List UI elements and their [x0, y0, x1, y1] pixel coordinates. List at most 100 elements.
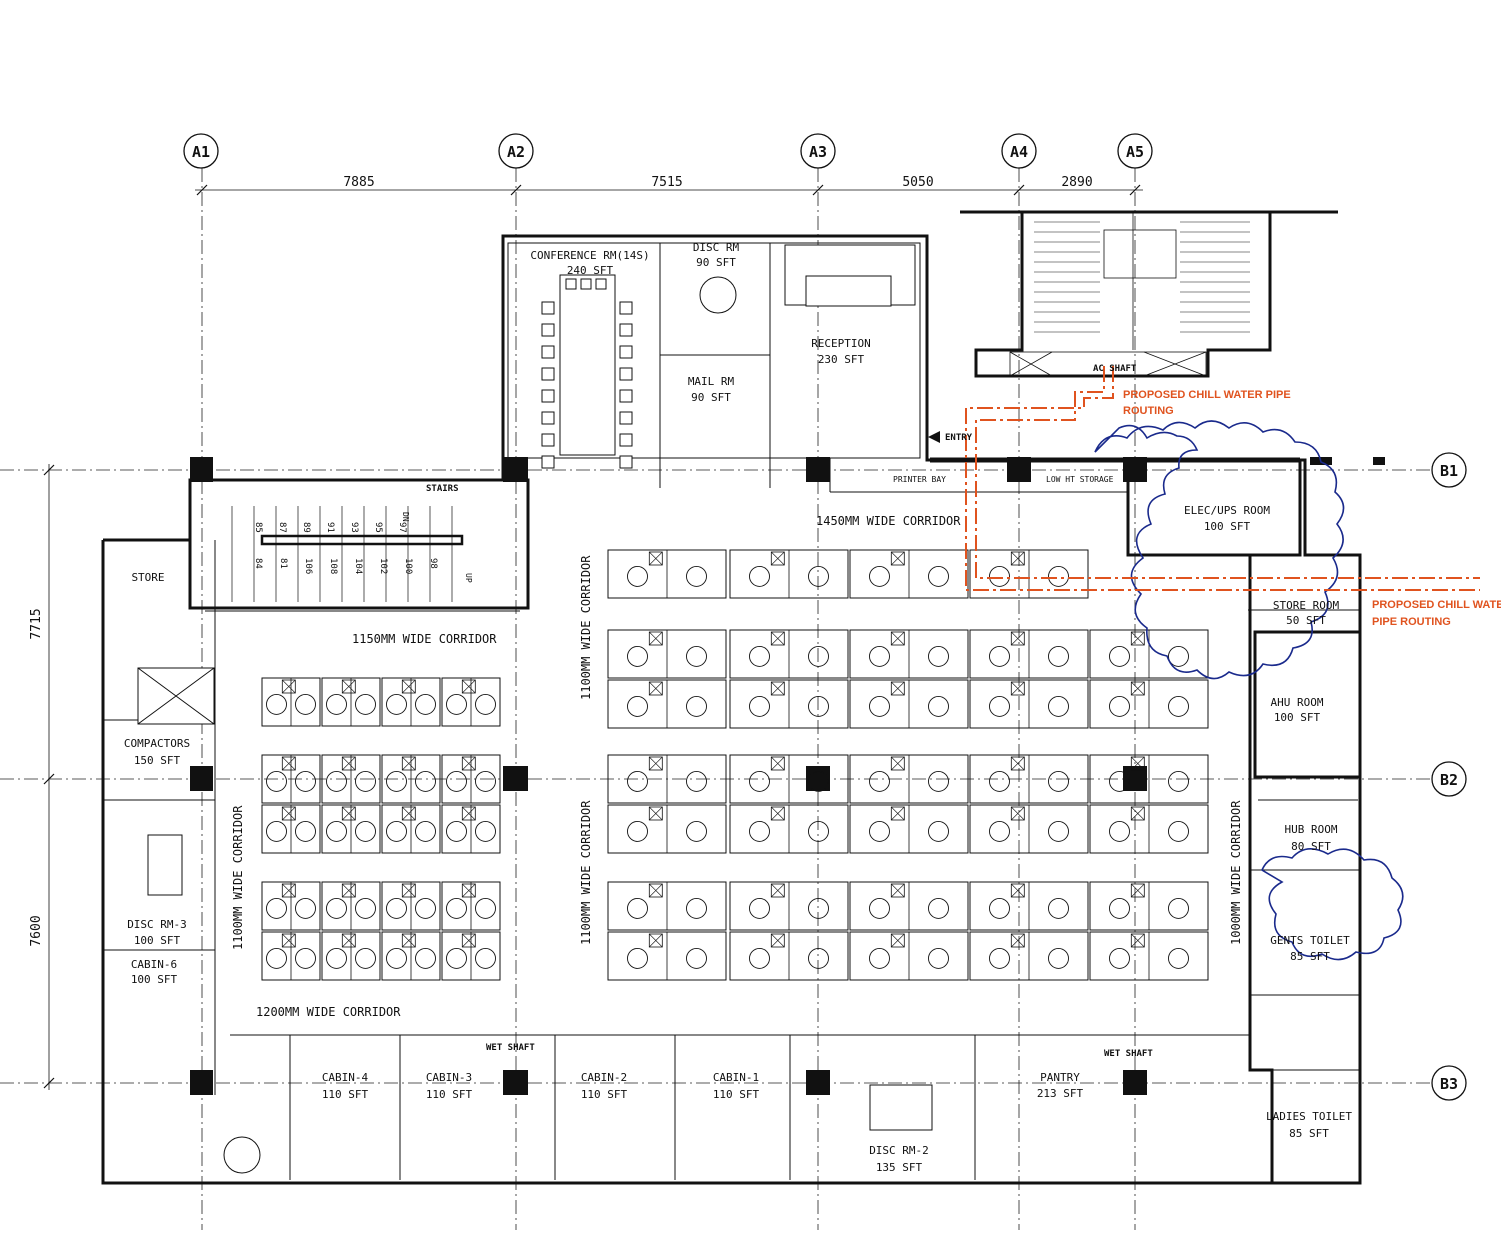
stair-number: 89 [301, 522, 311, 533]
grid-bubble-a1 [183, 133, 219, 169]
stair-number: 97 [397, 522, 407, 533]
compactors-name: COMPACTORS [124, 737, 190, 750]
hub-room-area: 80 SFT [1291, 840, 1331, 853]
stair-number: 91 [325, 522, 335, 533]
stair-number: 95 [373, 522, 383, 533]
workstation-cluster [849, 679, 969, 729]
grid-bubble-a3 [800, 133, 836, 169]
disc-rm-2-area: 135 SFT [876, 1161, 923, 1174]
grid-bubble-a5 [1117, 133, 1153, 169]
workstation-cluster [607, 881, 727, 931]
stair-number: 85 [253, 522, 263, 533]
workstation-cluster [849, 549, 969, 599]
workstation-cluster [381, 754, 441, 804]
hub-room-name: HUB ROOM [1285, 823, 1338, 836]
workstation-cluster [321, 754, 381, 804]
dim-b2-b3: 7600 [29, 915, 44, 946]
ahu-room-area: 100 SFT [1274, 711, 1321, 724]
stair-dn-label: DN [401, 512, 410, 522]
dim-b1-b2: 7715 [29, 608, 44, 639]
workstation-cluster [849, 931, 969, 981]
workstation-cluster [607, 629, 727, 679]
workstation-cluster [607, 754, 727, 804]
workstation-cluster [607, 804, 727, 854]
wet-shaft-label-2: WET SHAFT [1104, 1049, 1153, 1059]
workstation-cluster [441, 881, 501, 931]
entry-arrow-icon [928, 431, 940, 443]
grid-label-a4: A4 [1010, 143, 1028, 161]
pipe-note-2-line-1: PROPOSED CHILL WATER [1372, 599, 1501, 611]
workstation-cluster [321, 677, 381, 727]
workstation-cluster [607, 931, 727, 981]
cabin-2-name: CABIN-2 [581, 1071, 627, 1084]
mail-rm-area: 90 SFT [691, 391, 731, 404]
reception-area: 230 SFT [818, 353, 865, 366]
stair-number: 98 [428, 558, 438, 569]
dim-a3-a4: 5050 [902, 175, 933, 190]
pipe-note-1-line-2: ROUTING [1123, 405, 1174, 417]
cabin-4-name: CABIN-4 [322, 1071, 369, 1084]
workstation-cluster [969, 881, 1089, 931]
workstation-cluster [1089, 931, 1209, 981]
workstation-cluster [1089, 679, 1209, 729]
grid-bubble-a2 [498, 133, 534, 169]
dim-a2-a3: 7515 [651, 175, 682, 190]
stair-number: 102 [378, 558, 388, 574]
ladies-toilet-name: LADIES TOILET [1266, 1110, 1352, 1123]
workstation-cluster [321, 881, 381, 931]
workstation-cluster [607, 679, 727, 729]
grid-bubble-b1 [1431, 452, 1467, 488]
pipe-note-1-line-1: PROPOSED CHILL WATER PIPE [1123, 389, 1291, 401]
cabin-4-area: 110 SFT [322, 1088, 369, 1101]
pantry-area: 213 SFT [1037, 1087, 1084, 1100]
workstation-cluster [261, 881, 321, 931]
cabin-2-area: 110 SFT [581, 1088, 628, 1101]
dim-a4-a5: 2890 [1061, 175, 1092, 190]
disc-rm-area: 90 SFT [696, 256, 736, 269]
workstation-cluster [381, 804, 441, 854]
corridor-1100-label-1: 1100MM WIDE CORRIDOR [579, 555, 593, 700]
pipe-note-2-line-2: PIPE ROUTING [1372, 616, 1451, 628]
workstation-cluster [261, 931, 321, 981]
stair-number: 108 [328, 558, 338, 574]
low-ht-storage-label: LOW HT STORAGE [1046, 475, 1114, 484]
corridor-1150-label: 1150MM WIDE CORRIDOR [352, 632, 497, 646]
workstation-cluster [729, 549, 849, 599]
workstation-cluster [261, 754, 321, 804]
workstation-cluster [729, 931, 849, 981]
corridor-1000-label: 1000MM WIDE CORRIDOR [1229, 800, 1243, 945]
mail-rm-name: MAIL RM [688, 375, 735, 388]
grid-label-a1: A1 [192, 143, 210, 161]
conference-room-area: 240 SFT [567, 264, 614, 277]
gents-toilet-area: 85 SFT [1290, 950, 1330, 963]
workstation-cluster [969, 804, 1089, 854]
workstation-cluster [849, 754, 969, 804]
corridor-1100-label-3: 1100MM WIDE CORRIDOR [579, 800, 593, 945]
workstation-cluster [1089, 881, 1209, 931]
workstation-cluster [321, 804, 381, 854]
workstation-cluster [1089, 804, 1209, 854]
workstation-cluster [381, 931, 441, 981]
corridor-1450-label: 1450MM WIDE CORRIDOR [816, 514, 961, 528]
grid-label-a5: A5 [1126, 143, 1144, 161]
wet-shaft-label-1: WET SHAFT [486, 1043, 535, 1053]
ahu-room-name: AHU ROOM [1271, 696, 1324, 709]
workstation-cluster [729, 679, 849, 729]
conference-room-name: CONFERENCE RM(14S) [530, 249, 649, 262]
cabin-1-name: CABIN-1 [713, 1071, 759, 1084]
workstation-cluster [969, 679, 1089, 729]
workstation-cluster [729, 754, 849, 804]
stair-number: 84 [253, 558, 263, 569]
store-name: STORE [131, 571, 164, 584]
grid-bubble-a4 [1001, 133, 1037, 169]
ladies-toilet-area: 85 SFT [1289, 1127, 1329, 1140]
workstation-cluster [607, 549, 727, 599]
workstation-cluster [441, 931, 501, 981]
stair-number: 106 [303, 558, 313, 574]
stair-number: 81 [278, 558, 288, 569]
disc-rm-name: DISC RM [693, 241, 740, 254]
disc-rm-2-name: DISC RM-2 [869, 1144, 929, 1157]
workstation-cluster [441, 754, 501, 804]
cabin-3-name: CABIN-3 [426, 1071, 472, 1084]
